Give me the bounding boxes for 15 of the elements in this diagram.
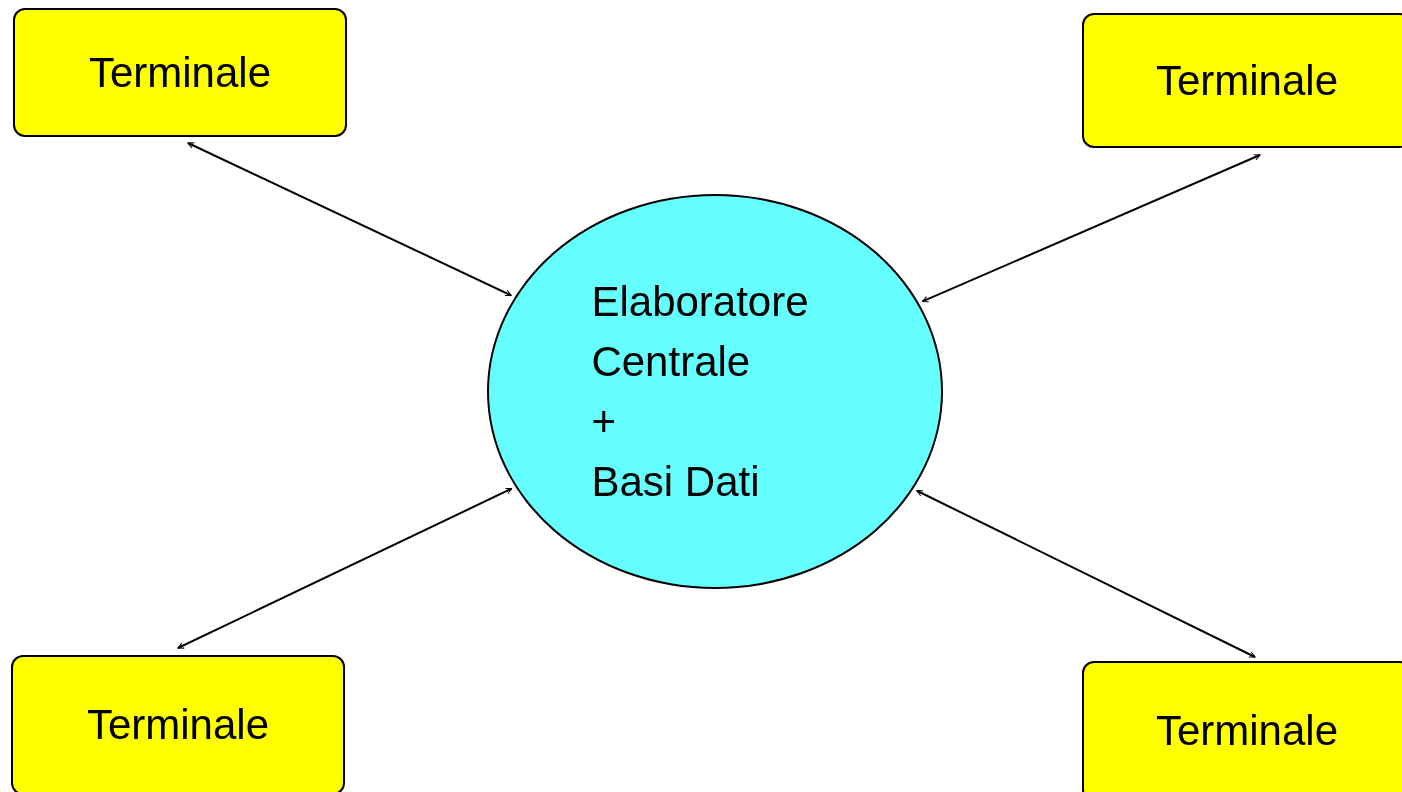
terminal-box	[11, 655, 345, 792]
node-label: Terminale	[1155, 55, 1339, 106]
double-arrow	[187, 142, 513, 297]
node-label: Elaboratore Centrale	[591, 276, 809, 387]
node-label: Basi Dati	[591, 456, 760, 507]
node-label: +	[591, 396, 616, 447]
terminal-box	[1082, 661, 1402, 792]
double-arrow	[177, 487, 513, 649]
double-arrow	[921, 154, 1261, 303]
node-label: Terminale	[86, 700, 270, 750]
node-label: Terminale	[88, 47, 272, 98]
double-arrow	[915, 489, 1256, 658]
terminal-box	[1082, 13, 1402, 148]
terminal-box	[13, 8, 347, 137]
node-label: Terminale	[1155, 706, 1339, 756]
